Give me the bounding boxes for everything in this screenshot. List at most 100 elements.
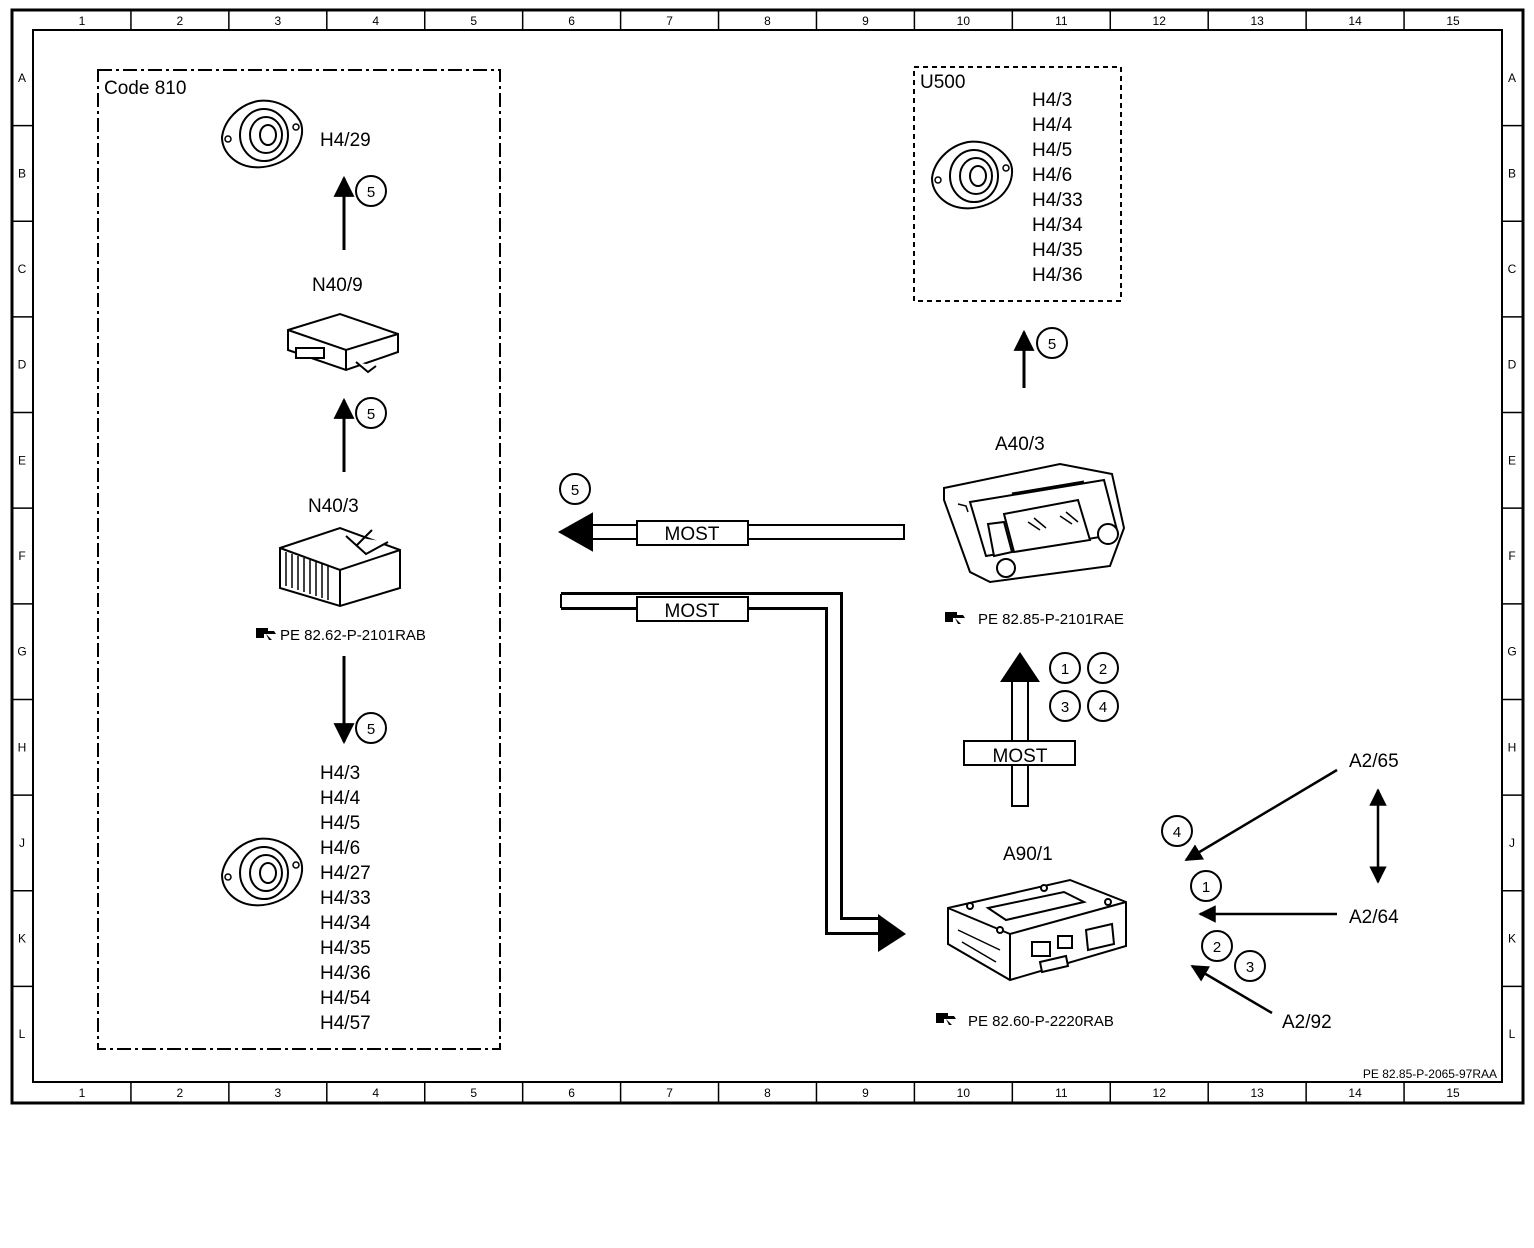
n40-9-label: N40/9 bbox=[312, 275, 363, 296]
u500-speaker: H4/36 bbox=[1032, 265, 1083, 286]
grid-ticks bbox=[12, 10, 1523, 1103]
bottom-speaker: H4/33 bbox=[320, 888, 371, 909]
grid-row-label: J bbox=[1509, 836, 1515, 850]
grid-row-label: C bbox=[1508, 262, 1517, 276]
u500-speaker: H4/35 bbox=[1032, 240, 1083, 261]
n40-3-amplifier-icon bbox=[279, 526, 401, 608]
grid-column-label: 13 bbox=[1250, 14, 1264, 28]
a40-3-ref: PE 82.85-P-2101RAE bbox=[978, 611, 1124, 628]
most-bus-1 bbox=[557, 512, 905, 552]
grid-column-label: 1 bbox=[79, 1086, 86, 1100]
n40-3-ref: PE 82.62-P-2101RAB bbox=[280, 627, 426, 644]
circle-2-text: 2 bbox=[1213, 939, 1221, 956]
grid-column-label: 4 bbox=[372, 14, 379, 28]
circle-2 bbox=[1087, 652, 1119, 684]
circle-5-text: 5 bbox=[367, 721, 375, 738]
circle-5 bbox=[355, 397, 387, 429]
u500-speaker-list: H4/3 H4/4 H4/5 H4/6 H4/33 H4/34 H4/35 H4… bbox=[1032, 90, 1083, 286]
bottom-speaker: H4/36 bbox=[320, 963, 371, 984]
code-810-title: Code 810 bbox=[104, 78, 186, 99]
a2-64-label: A2/64 bbox=[1349, 907, 1399, 928]
bottom-speaker-list: H4/3 H4/4 H4/5 H4/6 H4/27 H4/33 H4/34 H4… bbox=[320, 763, 371, 1034]
grid-row-label: K bbox=[1508, 932, 1516, 946]
circle-5-text: 5 bbox=[571, 482, 579, 499]
grid-column-label: 14 bbox=[1348, 14, 1362, 28]
circle-5 bbox=[559, 473, 591, 505]
grid-labels: 1122334455667788991010111112121313141415… bbox=[17, 14, 1516, 1100]
bottom-speaker: H4/4 bbox=[320, 788, 361, 809]
grid-column-label: 12 bbox=[1153, 14, 1167, 28]
grid-column-label: 1 bbox=[79, 14, 86, 28]
document-id: PE 82.85-P-2065-97RAA bbox=[1363, 1067, 1497, 1081]
grid-column-label: 4 bbox=[372, 1086, 379, 1100]
grid-row-label: B bbox=[1508, 166, 1516, 180]
circle-1 bbox=[1049, 652, 1081, 684]
u500-speaker: H4/4 bbox=[1032, 115, 1073, 136]
circle-5-text: 5 bbox=[1048, 336, 1056, 353]
grid-column-label: 7 bbox=[666, 14, 673, 28]
code-810-box bbox=[97, 69, 501, 1050]
bottom-speaker: H4/27 bbox=[320, 863, 371, 884]
most-1-label: MOST bbox=[665, 524, 720, 545]
grid-column-label: 8 bbox=[764, 1086, 771, 1100]
circle-3-text: 3 bbox=[1061, 699, 1069, 716]
grid-column-label: 2 bbox=[177, 1086, 184, 1100]
circle-5 bbox=[1036, 327, 1068, 359]
h4-29-label: H4/29 bbox=[320, 130, 371, 151]
grid-row-label: H bbox=[18, 740, 27, 754]
grid-row-label: E bbox=[1508, 453, 1516, 467]
h4-29-speaker-icon bbox=[221, 99, 304, 169]
circle-2-text: 2 bbox=[1099, 661, 1107, 678]
u500-speaker: H4/3 bbox=[1032, 90, 1072, 111]
arrow-from-a2-65 bbox=[1184, 768, 1338, 862]
a90-1-ref: PE 82.60-P-2220RAB bbox=[968, 1013, 1114, 1030]
grid-column-label: 11 bbox=[1055, 1086, 1068, 1100]
grid-row-label: A bbox=[1508, 71, 1516, 85]
grid-column-label: 13 bbox=[1250, 1086, 1264, 1100]
grid-column-label: 6 bbox=[568, 14, 575, 28]
grid-column-label: 15 bbox=[1446, 14, 1460, 28]
grid-row-label: G bbox=[17, 645, 26, 659]
circle-4-text: 4 bbox=[1099, 699, 1107, 716]
grid-column-label: 11 bbox=[1055, 14, 1068, 28]
circle-2 bbox=[1201, 930, 1233, 962]
circle-5 bbox=[355, 175, 387, 207]
n40-3-label: N40/3 bbox=[308, 496, 359, 517]
grid-row-label: K bbox=[18, 932, 26, 946]
circle-1-text: 1 bbox=[1061, 661, 1069, 678]
doc-ref-icon bbox=[256, 628, 276, 640]
grid-column-label: 5 bbox=[470, 1086, 477, 1100]
grid-column-label: 15 bbox=[1446, 1086, 1460, 1100]
grid-row-label: G bbox=[1507, 645, 1516, 659]
u500-speaker: H4/6 bbox=[1032, 165, 1072, 186]
circle-4 bbox=[1161, 815, 1193, 847]
grid-row-label: L bbox=[1509, 1027, 1516, 1041]
doc-ref-icon bbox=[936, 1013, 956, 1025]
u500-box bbox=[913, 66, 1122, 302]
a40-3-head-unit-icon bbox=[943, 462, 1126, 584]
bottom-speaker: H4/3 bbox=[320, 763, 360, 784]
grid-column-label: 9 bbox=[862, 14, 869, 28]
circle-3-text: 3 bbox=[1246, 959, 1254, 976]
circle-5-text: 5 bbox=[367, 406, 375, 423]
grid-column-label: 7 bbox=[666, 1086, 673, 1100]
grid-row-label: D bbox=[18, 358, 27, 372]
circle-5 bbox=[355, 712, 387, 744]
grid-row-label: C bbox=[18, 262, 27, 276]
grid-column-label: 10 bbox=[957, 1086, 971, 1100]
circle-3 bbox=[1049, 690, 1081, 722]
n40-9-module-icon bbox=[287, 312, 399, 374]
a2-92-label: A2/92 bbox=[1282, 1012, 1332, 1033]
circle-4 bbox=[1087, 690, 1119, 722]
grid-column-label: 6 bbox=[568, 1086, 575, 1100]
most-3-label: MOST bbox=[993, 746, 1048, 767]
grid-column-label: 9 bbox=[862, 1086, 869, 1100]
circle-1-text: 1 bbox=[1202, 879, 1210, 896]
grid-column-label: 3 bbox=[274, 1086, 281, 1100]
u500-speaker: H4/5 bbox=[1032, 140, 1072, 161]
grid-row-label: L bbox=[19, 1027, 26, 1041]
grid-column-label: 5 bbox=[470, 14, 477, 28]
bottom-speaker-icon bbox=[221, 837, 304, 907]
arrow-from-a2-92 bbox=[1190, 964, 1273, 1015]
